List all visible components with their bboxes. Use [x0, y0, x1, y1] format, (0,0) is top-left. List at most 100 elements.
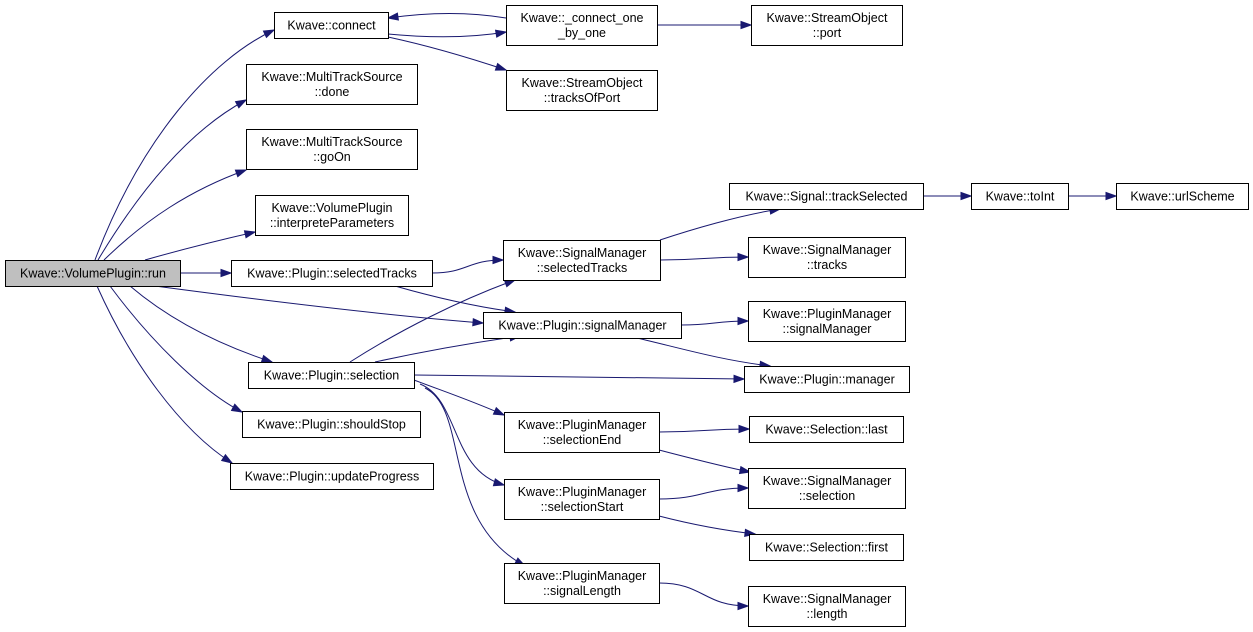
edge-run-to-vp_interp	[144, 230, 257, 261]
node-label: Kwave::toInt	[986, 190, 1055, 204]
node-vp_interp[interactable]: Kwave::VolumePlugin::interpreteParameter…	[255, 195, 409, 236]
node-box	[748, 586, 906, 627]
node-mts_goon[interactable]: Kwave::MultiTrackSource::goOn	[246, 129, 418, 170]
node-label: Kwave::PluginManager	[518, 485, 647, 499]
node-so_port[interactable]: Kwave::StreamObject::port	[751, 5, 903, 46]
node-sm_selTracks[interactable]: Kwave::SignalManager::selectedTracks	[503, 240, 661, 281]
node-label: Kwave::MultiTrackSource	[261, 70, 402, 84]
node-sm_selection[interactable]: Kwave::SignalManager::selection	[748, 468, 906, 509]
node-box	[751, 5, 903, 46]
node-urlScheme[interactable]: Kwave::urlScheme	[1116, 183, 1249, 210]
arrowhead	[492, 406, 506, 416]
edge-run-to-mts_done	[97, 99, 248, 261]
node-label: Kwave::StreamObject	[522, 76, 643, 90]
edge-line	[431, 259, 504, 274]
edge-line	[659, 256, 749, 261]
edge-line	[636, 337, 771, 367]
arrowhead	[494, 62, 508, 71]
node-box	[749, 534, 904, 561]
node-label: Kwave::SignalManager	[763, 592, 892, 606]
node-connect_one[interactable]: Kwave::_connect_one_by_one	[506, 5, 658, 46]
edge-selTracks-to-p_sigMgr	[394, 285, 517, 315]
node-box	[231, 260, 433, 287]
node-box	[748, 468, 906, 509]
edge-sm_selTracks-to-sm_tracks	[659, 252, 750, 262]
arrowhead	[737, 316, 750, 326]
edge-line	[658, 428, 750, 433]
node-mts_done[interactable]: Kwave::MultiTrackSource::done	[246, 64, 418, 105]
node-label: Kwave::SignalManager	[763, 243, 892, 257]
node-label: Kwave::urlScheme	[1130, 190, 1234, 204]
node-box	[504, 479, 660, 520]
node-p_sigMgr[interactable]: Kwave::Plugin::signalManager	[483, 312, 682, 339]
nodes-layer: Kwave::VolumePlugin::runKwave::connectKw…	[5, 5, 1249, 627]
edge-line	[387, 31, 507, 38]
arrowhead	[960, 191, 973, 201]
arrowhead	[386, 12, 399, 21]
node-pm_sigMgr[interactable]: Kwave::PluginManager::signalManager	[748, 301, 906, 342]
node-shouldStop[interactable]: Kwave::Plugin::shouldStop	[242, 411, 421, 438]
edge-line	[349, 279, 516, 363]
node-so_tracks[interactable]: Kwave::StreamObject::tracksOfPort	[506, 70, 658, 111]
node-pm_selStart[interactable]: Kwave::PluginManager::selectionStart	[504, 479, 660, 520]
node-label: Kwave::Plugin::signalManager	[498, 319, 666, 333]
node-toInt[interactable]: Kwave::toInt	[971, 183, 1069, 210]
edge-pm_selStart-to-sel_first	[658, 515, 757, 537]
node-sel_last[interactable]: Kwave::Selection::last	[749, 416, 904, 443]
node-label: ::signalLength	[543, 584, 621, 598]
node-box	[729, 183, 924, 210]
edge-line	[387, 13, 507, 19]
edge-pm_selEnd-to-sm_selection	[658, 449, 752, 475]
node-selection[interactable]: Kwave::Plugin::selection	[248, 362, 415, 389]
arrowhead	[234, 169, 248, 178]
edge-run-to-updProg	[96, 285, 234, 464]
edge-toInt-to-urlScheme	[1068, 191, 1118, 201]
node-sm_tracks[interactable]: Kwave::SignalManager::tracks	[748, 237, 906, 278]
arrowhead	[1105, 191, 1118, 201]
node-label: Kwave::PluginManager	[518, 418, 647, 432]
arrowhead	[492, 478, 506, 487]
node-sel_first[interactable]: Kwave::Selection::first	[749, 534, 904, 561]
arrowhead	[260, 354, 274, 363]
edge-selection-to-manager	[413, 374, 746, 384]
node-selTracks[interactable]: Kwave::Plugin::selectedTracks	[231, 260, 433, 287]
node-label: Kwave::StreamObject	[767, 11, 888, 25]
node-label: _by_one	[557, 26, 606, 40]
node-trackSel[interactable]: Kwave::Signal::trackSelected	[729, 183, 924, 210]
node-box	[248, 362, 415, 389]
node-pm_selEnd[interactable]: Kwave::PluginManager::selectionEnd	[504, 412, 660, 453]
edge-line	[394, 285, 516, 313]
edge-line	[374, 335, 521, 363]
node-label: Kwave::MultiTrackSource	[261, 135, 402, 149]
edge-line	[97, 99, 247, 261]
node-run[interactable]: Kwave::VolumePlugin::run	[5, 260, 181, 287]
node-label: Kwave::Selection::first	[765, 541, 888, 555]
node-label: Kwave::SignalManager	[763, 474, 892, 488]
edge-line	[419, 383, 505, 486]
arrowhead	[733, 374, 746, 384]
node-label: ::port	[813, 26, 842, 40]
arrowhead	[472, 317, 485, 327]
edge-line	[94, 29, 275, 261]
node-box	[506, 70, 658, 111]
node-sm_length[interactable]: Kwave::SignalManager::length	[748, 586, 906, 627]
node-label: ::goOn	[313, 150, 351, 164]
edge-run-to-selection	[129, 285, 274, 363]
arrowhead	[503, 279, 517, 288]
edge-line	[103, 169, 247, 261]
edge-selection-to-pm_selStart	[419, 383, 506, 487]
node-manager[interactable]: Kwave::Plugin::manager	[744, 366, 910, 393]
arrowhead	[737, 601, 750, 611]
node-connect[interactable]: Kwave::connect	[274, 12, 389, 39]
node-box	[749, 416, 904, 443]
edge-line	[659, 208, 781, 241]
arrowhead	[262, 29, 276, 39]
arrowhead	[492, 255, 505, 265]
edge-p_sigMgr-to-manager	[636, 337, 772, 369]
node-pm_sigLen[interactable]: Kwave::PluginManager::signalLength	[504, 563, 660, 604]
arrowhead	[220, 453, 234, 464]
node-label: Kwave::Plugin::selection	[264, 369, 400, 383]
node-updProg[interactable]: Kwave::Plugin::updateProgress	[230, 463, 434, 490]
edge-p_sigMgr-to-pm_sigMgr	[680, 316, 750, 326]
node-box	[246, 129, 418, 170]
